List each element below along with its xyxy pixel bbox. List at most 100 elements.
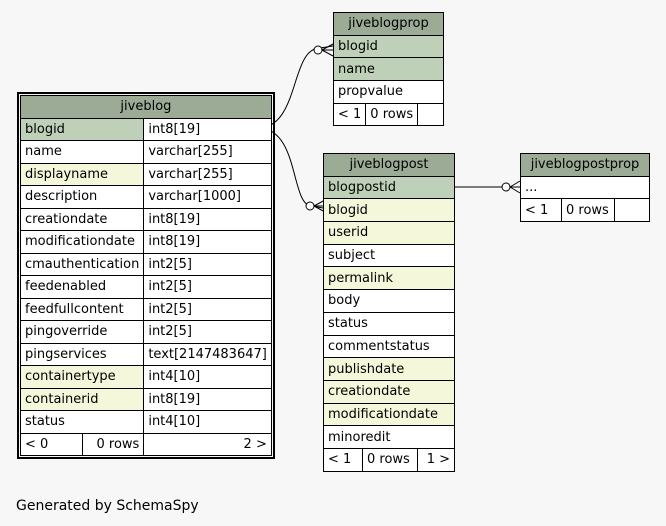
column-name[interactable]: name: [19, 140, 145, 164]
column-name[interactable]: commentstatus: [323, 334, 455, 359]
column-name[interactable]: permalink: [323, 266, 455, 291]
column-type: int4[10]: [143, 365, 272, 389]
column-type: int8[19]: [143, 207, 272, 231]
column-name[interactable]: pingservices: [19, 342, 145, 366]
column-name[interactable]: modificationdate: [323, 402, 455, 427]
column-name[interactable]: blogid: [333, 34, 444, 59]
column-row[interactable]: commentstatus: [323, 334, 455, 359]
column-name[interactable]: userid: [323, 221, 455, 245]
generated-by-text: Generated by SchemaSpy: [16, 498, 199, 514]
parents-count: < 1: [323, 447, 363, 472]
column-row[interactable]: userid: [323, 221, 455, 245]
column-name[interactable]: ...: [520, 175, 650, 200]
column-name[interactable]: name: [333, 57, 444, 82]
column-name[interactable]: creationdate: [19, 207, 145, 231]
column-row[interactable]: blogid: [323, 198, 455, 223]
crowfoot-circle-post: [305, 201, 315, 211]
column-type: int2[5]: [143, 252, 272, 276]
table-title[interactable]: jiveblogpostprop: [520, 153, 650, 177]
table-jiveblogpostprop[interactable]: jiveblogpostprop ... < 1 0 rows: [520, 153, 650, 223]
column-name[interactable]: publishdate: [323, 357, 455, 381]
column-row[interactable]: blogpostid: [323, 175, 455, 200]
column-type: int2[5]: [143, 320, 272, 344]
crowfoot-circle-postprop: [501, 182, 511, 192]
table-title[interactable]: jiveblogpost: [323, 153, 455, 177]
column-type: int2[5]: [143, 297, 272, 321]
column-name[interactable]: containertype: [19, 365, 145, 389]
children-count: [417, 102, 444, 127]
row-count: 0 rows: [365, 102, 419, 127]
column-row[interactable]: propvalue: [333, 80, 444, 104]
parents-count: < 1: [332, 102, 367, 127]
column-row[interactable]: modificationdate: [323, 402, 455, 427]
column-name[interactable]: status: [19, 410, 145, 434]
column-name[interactable]: body: [323, 289, 455, 313]
column-type: text[2147483647]: [143, 342, 272, 366]
column-type: int8[19]: [143, 230, 272, 254]
column-name[interactable]: subject: [323, 243, 455, 268]
table-footer: < 0 0 rows 2 >: [20, 432, 272, 456]
column-name[interactable]: pingoverride: [19, 320, 145, 344]
parents-count: < 1: [520, 198, 562, 223]
column-type: varchar[1000]: [143, 185, 272, 209]
crowfoot-circle-prop: [313, 45, 323, 55]
row-count: 0 rows: [81, 432, 145, 456]
crowfoot-prop: [321, 43, 334, 57]
column-row[interactable]: body: [323, 289, 455, 313]
column-name[interactable]: minoredit: [323, 425, 455, 449]
row-count: 0 rows: [561, 198, 615, 223]
column-name[interactable]: containerid: [19, 387, 145, 411]
column-name[interactable]: creationdate: [323, 379, 455, 404]
row-count: 0 rows: [362, 447, 418, 472]
column-type: int2[5]: [143, 275, 272, 299]
column-row[interactable]: blogid: [333, 34, 444, 59]
children-count: 1 >: [417, 447, 455, 472]
column-row[interactable]: status: [323, 311, 455, 336]
column-row[interactable]: permalink: [323, 266, 455, 291]
table-title[interactable]: jiveblog: [20, 95, 272, 119]
table-title[interactable]: jiveblogprop: [333, 12, 444, 36]
table-footer: < 1 0 rows: [520, 198, 650, 223]
column-row[interactable]: ...: [520, 175, 650, 200]
column-type: int8[19]: [143, 387, 272, 411]
column-name[interactable]: modificationdate: [19, 230, 145, 254]
column-name[interactable]: blogid: [323, 198, 455, 223]
column-type: varchar[255]: [143, 162, 272, 186]
column-name[interactable]: feedenabled: [19, 275, 145, 299]
crowfoot-postprop: [509, 180, 521, 194]
column-name[interactable]: displayname: [19, 162, 145, 186]
column-name[interactable]: cmauthentication: [19, 252, 145, 276]
column-name[interactable]: feedfullcontent: [19, 297, 145, 321]
column-row[interactable]: publishdate: [323, 357, 455, 381]
column-name[interactable]: blogid: [19, 117, 145, 141]
children-count: 2 >: [143, 432, 272, 456]
column-name[interactable]: blogpostid: [323, 175, 455, 200]
column-row[interactable]: name: [333, 57, 444, 82]
column-name[interactable]: status: [323, 311, 455, 336]
parents-count: < 0: [20, 432, 83, 456]
table-footer: < 1 0 rows: [332, 102, 444, 127]
column-name[interactable]: description: [19, 185, 145, 209]
column-name[interactable]: propvalue: [333, 80, 444, 104]
table-footer: < 1 0 rows 1 >: [323, 447, 455, 472]
column-row[interactable]: minoredit: [323, 425, 455, 449]
column-row[interactable]: creationdate: [323, 379, 455, 404]
column-row[interactable]: subject: [323, 243, 455, 268]
